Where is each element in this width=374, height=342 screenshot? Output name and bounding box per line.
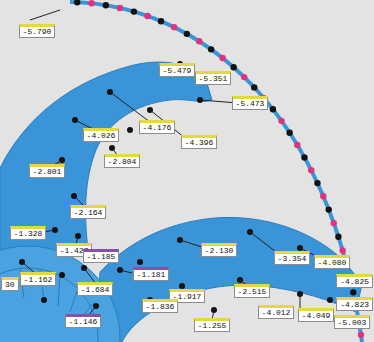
callout-number: -5.479 [159,63,196,77]
rim-point [230,64,236,70]
rim-point [103,2,109,8]
rim-point [88,0,94,6]
callout-number: -5.003 [334,315,371,329]
callout-number: -1.684 [77,282,114,296]
callout-number: -4.176 [139,120,176,134]
callout-number: -5.351 [195,71,232,85]
callout-number: -4.012 [258,305,295,319]
rim-point [270,106,276,112]
rim-point [314,180,320,186]
rim-point [74,0,80,5]
lower-blade [96,217,362,342]
hub [0,246,120,342]
measure-points [19,61,333,313]
rim-point [251,84,257,90]
rim-point [184,31,190,37]
rim-point [339,247,345,253]
rim-band [70,2,362,342]
callout-number: -1.162 [20,272,57,286]
callout-number: 30 [1,277,19,291]
callout-number: -2.804 [104,154,141,168]
rim-point [320,193,326,199]
rim-points [74,0,364,338]
leader-lines [22,10,356,320]
callout-number: -1.146 [65,314,102,328]
rim-point [286,130,292,136]
rim-point [117,5,123,11]
rim-point [196,38,202,44]
callout-number: -4.823 [336,297,373,311]
rim-point [308,167,314,173]
rim-point [301,154,307,160]
callout-number: -4.026 [83,128,120,142]
rim-point [208,46,214,52]
rim-point [326,206,332,212]
rim-point [278,118,284,124]
rim-point [219,55,225,61]
callout-number: -4.049 [298,308,335,322]
callout-number: -1.836 [142,299,179,313]
callout-number: -1.328 [10,226,47,240]
hub-inner [0,268,98,342]
callout-number: -2.801 [29,164,66,178]
callout-number: -1.255 [194,318,231,332]
callout-number: -2.164 [70,205,107,219]
rim-point [294,142,300,148]
callout-number: -2.130 [201,243,238,257]
rim-point [331,220,337,226]
callout-number: -4.825 [336,274,373,288]
rim-point [335,234,341,240]
rim-point [241,74,247,80]
rim-point [358,332,364,338]
rim-point [158,18,164,24]
callout-number: -1.185 [83,249,120,263]
callout-number: -1.181 [133,267,170,281]
rim-point [131,8,137,14]
callout-number: -5.790 [19,24,56,38]
rim-point [171,24,177,30]
rim-point [144,13,150,19]
callout-number: -5.473 [232,96,269,110]
callout-number: -2.515 [234,284,271,298]
callout-number: -4.080 [314,255,351,269]
callout-number: -4.396 [181,135,218,149]
callout-number: -3.354 [274,251,311,265]
rim-point [350,289,356,295]
